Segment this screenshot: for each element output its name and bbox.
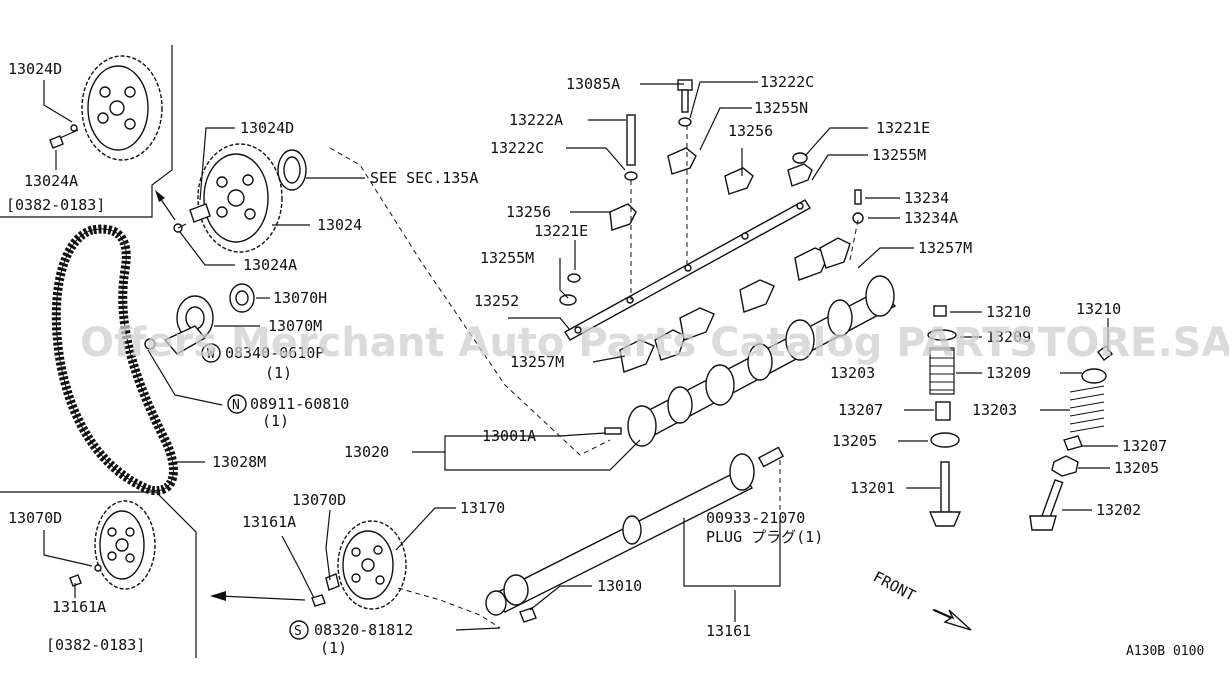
label-13028M: 13028M xyxy=(212,453,266,471)
label-13256: 13256 xyxy=(506,203,551,221)
label-range-top: [0382-0183] xyxy=(6,196,105,214)
label-range-bottom: [0382-0183] xyxy=(46,636,145,654)
circled-symbols xyxy=(201,343,309,640)
label-plug-text: PLUG プラグ(1) xyxy=(706,528,823,546)
label-13070H: 13070H xyxy=(273,289,327,307)
label-13207-right: 13207 xyxy=(1122,437,1167,455)
label-13024A: 13024A xyxy=(243,256,297,274)
label-plug-pn: 00933-21070 xyxy=(706,509,805,527)
sprocket-13170 xyxy=(311,520,407,610)
dashed-refs xyxy=(329,125,859,629)
label-s-bolt-qty: (1) xyxy=(320,639,347,657)
sprocket-inset-bottom xyxy=(69,500,156,590)
label-13161: 13161 xyxy=(706,622,751,640)
label-13024A-inset: 13024A xyxy=(24,172,78,190)
label-13203-right: 13203 xyxy=(972,401,1017,419)
label-circle-s: S xyxy=(294,624,302,639)
inset-box-top xyxy=(0,45,173,218)
label-drawing-code: A130B 0100 xyxy=(1126,644,1204,659)
label-circle-n: N xyxy=(232,398,240,413)
label-13170: 13170 xyxy=(460,499,505,517)
label-13255N: 13255N xyxy=(754,99,808,117)
front-arrow xyxy=(932,609,972,631)
label-13207-left: 13207 xyxy=(838,401,883,419)
label-13221E: 13221E xyxy=(534,222,588,240)
label-w-bolt-qty: (1) xyxy=(265,364,292,382)
seal-135A xyxy=(277,149,307,191)
label-13201: 13201 xyxy=(850,479,895,497)
label-13070D: 13070D xyxy=(292,491,346,509)
sprocket-13024 xyxy=(189,143,283,253)
label-13024D-inset: 13024D xyxy=(8,60,62,78)
bolt-13024A xyxy=(173,223,187,233)
label-13256-top: 13256 xyxy=(728,122,773,140)
label-13024: 13024 xyxy=(317,216,362,234)
label-13205-left: 13205 xyxy=(832,432,877,450)
washers xyxy=(559,152,864,306)
label-13210-right: 13210 xyxy=(1076,300,1121,318)
label-13070D-inset: 13070D xyxy=(8,509,62,527)
arrow-inset-top xyxy=(155,190,176,221)
label-13203-left: 13203 xyxy=(830,364,875,382)
label-13255M: 13255M xyxy=(480,249,534,267)
label-13209-right: 13209 xyxy=(986,364,1031,382)
leader-lines xyxy=(43,80,1118,631)
label-13222C: 13222C xyxy=(490,139,544,157)
label-see-sec: SEE SEC.135A xyxy=(370,169,478,187)
label-13001A: 13001A xyxy=(482,427,536,445)
rocker-arms-13257M xyxy=(619,237,851,373)
inset-box-bottom xyxy=(0,491,197,658)
rocker-shaft-13252 xyxy=(564,199,811,341)
label-13222C-top: 13222C xyxy=(760,73,814,91)
label-13010: 13010 xyxy=(597,577,642,595)
bolt-13024A-inset xyxy=(49,124,79,149)
labels: 13024D 13024A [0382-0183] 13024D SEE SEC… xyxy=(6,60,1204,659)
label-13210-left: 13210 xyxy=(986,303,1031,321)
label-13024D: 13024D xyxy=(240,119,294,137)
spring-13070H xyxy=(229,283,255,313)
label-13221E-top: 13221E xyxy=(876,119,930,137)
label-13222A: 13222A xyxy=(509,111,563,129)
camshaft-13001A xyxy=(604,275,897,447)
label-13234: 13234 xyxy=(904,189,949,207)
label-n-nut-qty: (1) xyxy=(262,412,289,430)
label-w-bolt: 08340-0610P xyxy=(225,344,324,362)
arrow-inset-bottom xyxy=(210,591,306,601)
jackshaft-13161 xyxy=(485,446,785,623)
bolt-13222A xyxy=(624,114,638,181)
label-13205-right: 13205 xyxy=(1114,459,1159,477)
label-s-bolt: 08320-81812 xyxy=(314,621,413,639)
label-n-nut: 08911-60810 xyxy=(250,395,349,413)
label-13234A: 13234A xyxy=(904,209,958,227)
label-13257M-top: 13257M xyxy=(918,239,972,257)
retainers-13256 xyxy=(609,147,813,231)
label-front: FRONT xyxy=(870,568,918,605)
label-circle-w: W xyxy=(207,347,215,362)
label-13255M-top: 13255M xyxy=(872,146,926,164)
valve-group-right xyxy=(1029,345,1113,531)
valve-group-left xyxy=(927,305,962,527)
label-13252: 13252 xyxy=(474,292,519,310)
label-13161A: 13161A xyxy=(242,513,296,531)
label-13257M: 13257M xyxy=(510,353,564,371)
sprocket-inset-top xyxy=(81,55,163,161)
label-13020: 13020 xyxy=(344,443,389,461)
bolt-13085A xyxy=(677,79,693,127)
label-13209-left: 13209 xyxy=(986,328,1031,346)
label-13161A-inset: 13161A xyxy=(52,598,106,616)
label-13202: 13202 xyxy=(1096,501,1141,519)
tensioner-13070M xyxy=(144,295,214,355)
timing-belt xyxy=(51,224,178,496)
watermark: Offers Merchant Auto Parts Catalog PARTS… xyxy=(80,320,1229,366)
label-13085A: 13085A xyxy=(566,75,620,93)
label-13070M: 13070M xyxy=(268,317,322,335)
